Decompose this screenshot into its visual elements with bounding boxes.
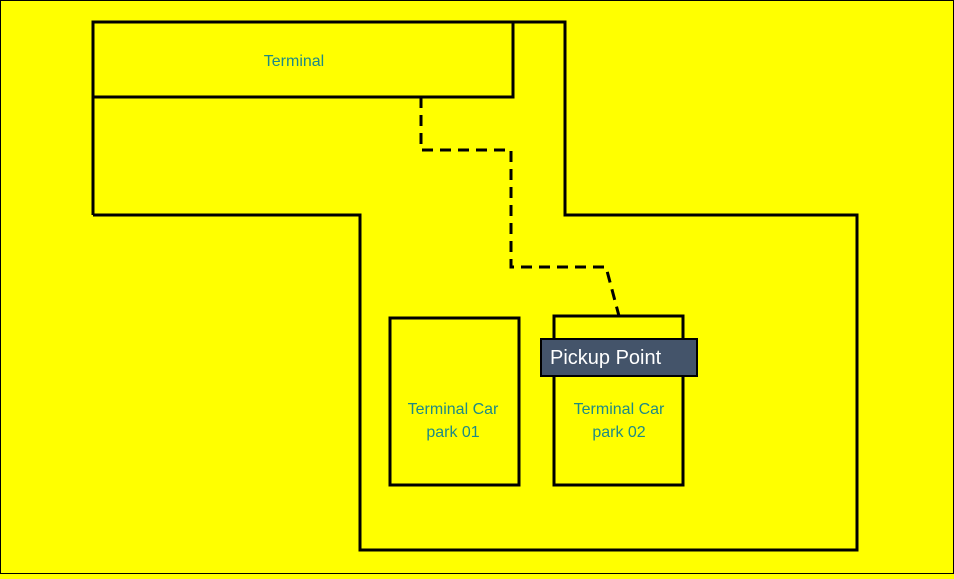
car-park-01-label-line1: Terminal Car	[408, 401, 499, 418]
terminal-label: Terminal	[264, 53, 324, 70]
car-park-01-label-line2: park 01	[426, 424, 479, 441]
site-outline	[91, 20, 859, 552]
terminal-building	[91, 20, 515, 99]
walking-path	[419, 97, 621, 317]
car-park-02-label-line2: park 02	[592, 424, 645, 441]
pickup-point-box	[540, 338, 698, 377]
car-park-02-label-line1: Terminal Car	[574, 401, 665, 418]
car-park-02	[552, 314, 685, 487]
car-park-01	[388, 316, 521, 487]
pickup-point-label: Pickup Point	[550, 347, 662, 369]
